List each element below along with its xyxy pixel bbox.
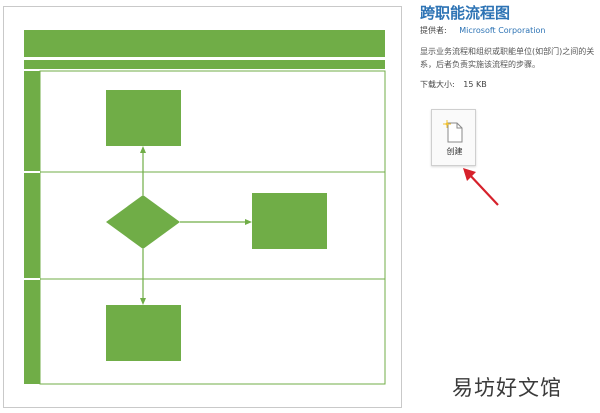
title-band [24,30,385,57]
template-description: 显示业务流程和组织或职能单位(如部门)之间的关系，后者负责实施该流程的步骤。 [420,47,595,69]
decision-diamond [106,195,180,249]
provider-link[interactable]: Microsoft Corporation [459,26,546,35]
create-button[interactable]: 创建 [431,109,476,166]
arrowhead-up [140,146,146,153]
phase-band [24,60,385,69]
process-box-bottom [106,305,181,361]
process-box-right [252,193,327,249]
arrowhead-right [245,219,252,225]
download-size-value: 15 KB [463,80,487,89]
lane-header-strip [24,71,40,384]
download-size-row: 下载大小: 15 KB [420,79,487,90]
red-pointer-arrow-icon [463,168,499,206]
process-box-top [106,90,181,146]
new-document-icon [443,120,463,143]
cross-functional-flowchart-preview [24,30,386,385]
provider-label: 提供者: [420,26,447,35]
swimlanes-outline [39,70,386,385]
watermark-text: 易坊好文馆 [452,376,562,400]
provider-row: 提供者: Microsoft Corporation [420,25,545,36]
create-button-label: 创建 [446,147,463,156]
arrowhead-down [140,298,146,305]
template-title: 跨职能流程图 [420,4,511,22]
download-size-label: 下载大小: [420,80,455,89]
template-preview [3,6,402,408]
